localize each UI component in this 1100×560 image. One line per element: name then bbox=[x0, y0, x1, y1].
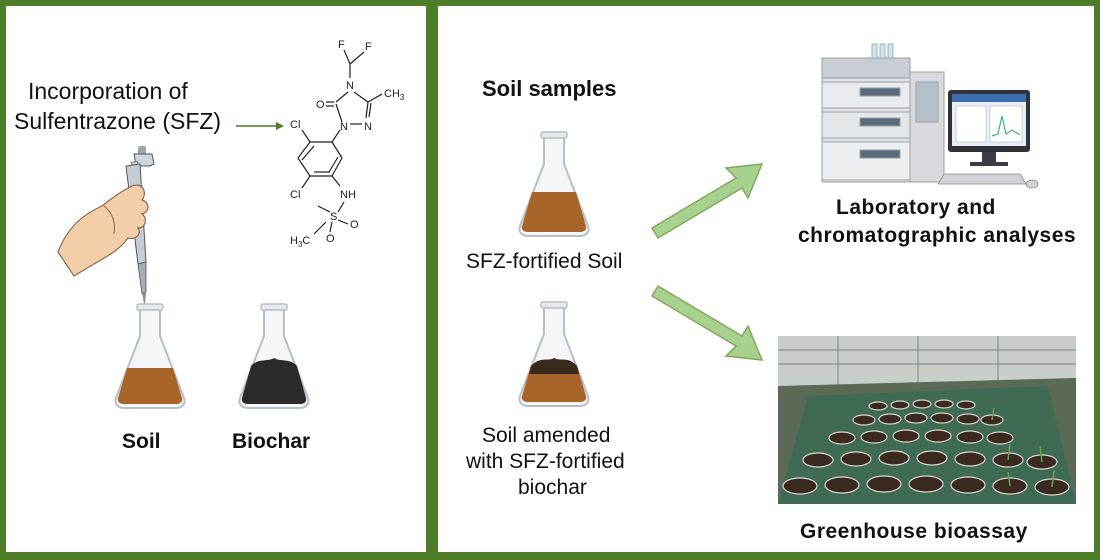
sulfur-label: S bbox=[330, 211, 337, 223]
fluorine-2-label: F bbox=[365, 41, 372, 53]
oxygen-right-label: O bbox=[350, 219, 359, 231]
amended-soil-line1: Soil amended bbox=[482, 424, 611, 447]
chromatograph-computer-icon bbox=[821, 43, 1039, 189]
nh-label: NH bbox=[340, 189, 356, 201]
sfz-soil-label: SFZ-fortified Soil bbox=[466, 250, 623, 273]
biochar-flask-icon bbox=[238, 303, 310, 409]
lab-analyses-line1: Laboratory and bbox=[836, 196, 996, 219]
amended-soil-line2: with SFZ-fortified bbox=[466, 450, 625, 473]
incorporation-text-line1: Incorporation of bbox=[28, 78, 188, 104]
biochar-label: Biochar bbox=[232, 430, 311, 453]
oxygen-bottom-label: O bbox=[326, 233, 335, 245]
amended-soil-line3: biochar bbox=[518, 476, 587, 499]
h3c-c-label: C bbox=[302, 235, 310, 247]
chlorine-2-label: Cl bbox=[290, 189, 300, 201]
soil-samples-title: Soil samples bbox=[482, 76, 617, 101]
incorporation-arrow-icon bbox=[236, 122, 284, 130]
soil-label: Soil bbox=[122, 430, 161, 453]
methyl-subscript: 3 bbox=[400, 93, 405, 102]
lab-analyses-line2: chromatographic analyses bbox=[798, 224, 1077, 247]
arrow-to-greenhouse-icon bbox=[650, 284, 764, 361]
methyl-label: CH bbox=[384, 88, 400, 100]
left-panel: Incorporation of Sulfentrazone (SFZ) bbox=[6, 6, 426, 552]
nitrogen-top-label: N bbox=[346, 80, 354, 92]
pipette-hand-icon bbox=[57, 146, 155, 304]
arrow-to-lab-icon bbox=[650, 163, 764, 240]
amended-soil-flask-icon bbox=[518, 301, 590, 407]
svg-text:H3C: H3C bbox=[290, 235, 310, 249]
chlorine-1-label: Cl bbox=[290, 119, 300, 131]
oxygen-carbonyl-label: O bbox=[316, 99, 325, 111]
sulfentrazone-structure: F F N O CH3 N N Cl Cl NH S O O H3C bbox=[290, 39, 405, 249]
svg-text:CH3: CH3 bbox=[384, 88, 405, 102]
nitrogen-1-label: N bbox=[340, 121, 348, 133]
soil-flask-icon bbox=[114, 303, 186, 409]
nitrogen-2-label: N bbox=[364, 121, 372, 133]
greenhouse-bioassay-label: Greenhouse bioassay bbox=[800, 520, 1028, 543]
incorporation-text-line2: Sulfentrazone (SFZ) bbox=[14, 108, 222, 134]
right-panel: Soil samples SFZ-fortified Soil Soil ame… bbox=[438, 6, 1094, 552]
greenhouse-photo bbox=[778, 336, 1076, 504]
fluorine-1-label: F bbox=[338, 39, 345, 51]
sfz-soil-flask-icon bbox=[518, 131, 590, 237]
h3c-h-label: H bbox=[290, 235, 298, 247]
h3c-subscript: 3 bbox=[298, 240, 303, 249]
